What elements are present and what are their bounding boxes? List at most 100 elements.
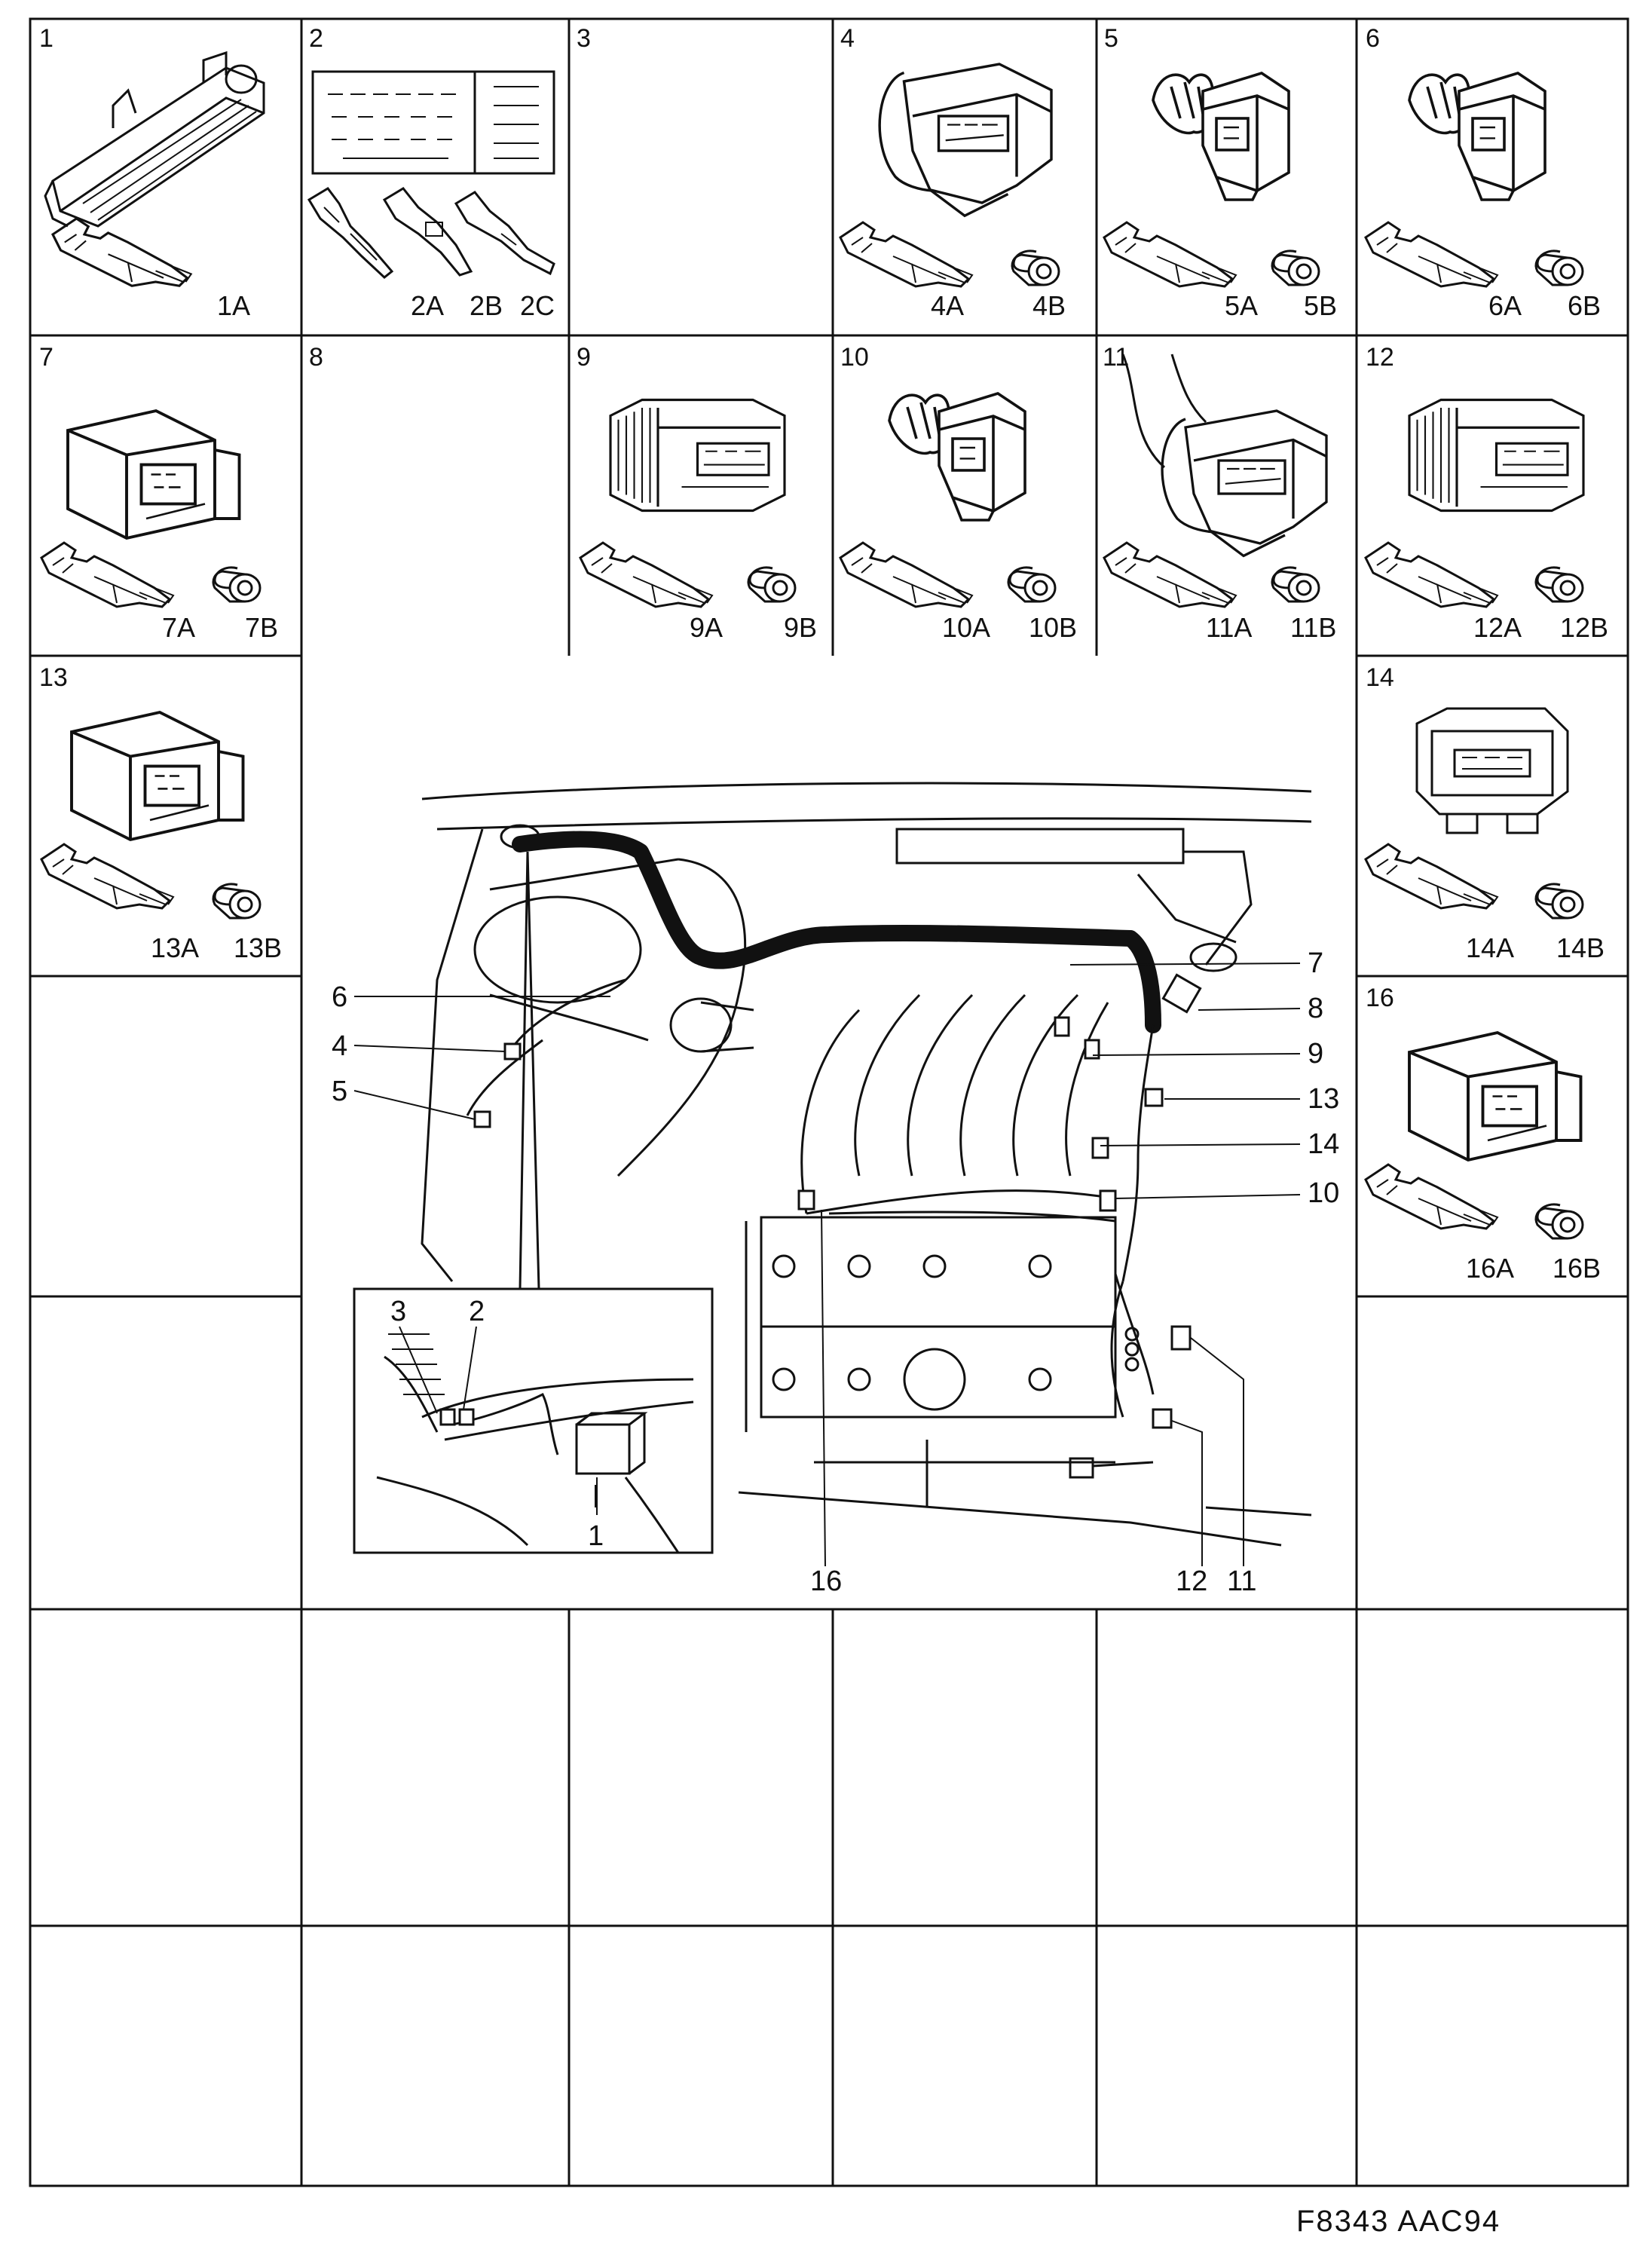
- wire-lead: [1170, 354, 1207, 424]
- part-label: 14B: [1556, 932, 1605, 963]
- part-label: 9A: [690, 612, 723, 643]
- cell-16: 16 16A 16B: [1364, 984, 1601, 1284]
- part-label: 14A: [1466, 932, 1514, 963]
- part-label: 2C: [520, 290, 555, 321]
- callout-label: 16: [810, 1566, 842, 1597]
- detail-inset: [353, 1287, 714, 1554]
- seal-plug-icon: [1534, 883, 1584, 920]
- callout-label: 11: [1227, 1566, 1256, 1597]
- callout-label: 8: [1308, 993, 1323, 1024]
- callout-label: 1: [588, 1520, 604, 1552]
- connector-housing-icon: [878, 63, 1053, 217]
- connector-housing-icon: [1408, 398, 1585, 513]
- terminal-pin-icon: [382, 187, 473, 277]
- cell-number: 1: [39, 24, 54, 53]
- figure-code: F8343 AAC94: [1296, 2205, 1501, 2238]
- cell-2: 2 2A 2B 2C: [307, 24, 555, 321]
- part-label: 10B: [1029, 612, 1077, 643]
- terminal-pin-icon: [51, 217, 193, 287]
- cell-7: 7 7A 7B: [39, 343, 278, 643]
- cell-number: 8: [309, 343, 323, 372]
- part-label: 2A: [411, 290, 444, 321]
- seal-plug-icon: [747, 566, 797, 603]
- callout-label: 6: [332, 981, 347, 1013]
- cell-11: 11 11A 11B: [1103, 343, 1336, 643]
- terminal-pin-icon: [1103, 541, 1237, 608]
- part-label: 11B: [1290, 612, 1336, 643]
- part-label: 7B: [245, 612, 278, 643]
- part-label: 12B: [1560, 612, 1608, 643]
- cell-number: 10: [840, 343, 869, 372]
- terminal-pin-icon: [579, 541, 714, 608]
- cell-10: 10 10A 10B: [839, 343, 1077, 643]
- seal-plug-icon: [1011, 249, 1060, 286]
- callout-label: 9: [1308, 1038, 1323, 1070]
- cell-14: 14 14A 14B: [1364, 663, 1605, 963]
- terminal-pin-icon: [1364, 1163, 1499, 1230]
- part-label: 13B: [234, 932, 282, 963]
- seal-plug-icon: [1007, 566, 1057, 603]
- cell-13: 13 13A 13B: [39, 663, 282, 963]
- cell-number: 12: [1366, 343, 1394, 372]
- terminal-pin-icon: [40, 541, 175, 608]
- cell-number: 7: [39, 343, 54, 372]
- callout-label: 3: [390, 1296, 406, 1327]
- terminal-pin-icon: [1364, 541, 1499, 608]
- seal-plug-icon: [1271, 566, 1320, 603]
- callout-label: 13: [1308, 1083, 1339, 1115]
- terminal-pin-icon: [1364, 843, 1499, 910]
- part-label: 9B: [784, 612, 817, 643]
- engine-bay-illustration: [353, 782, 1312, 1554]
- terminal-pin-icon: [839, 541, 974, 608]
- cell-number: 3: [577, 24, 591, 53]
- terminal-pin-icon: [40, 843, 175, 910]
- terminal-pin-icon: [307, 187, 394, 279]
- cell-number: 16: [1366, 984, 1394, 1012]
- callout-label: 2: [469, 1296, 485, 1327]
- part-label: 6B: [1568, 290, 1601, 321]
- seal-plug-icon: [1271, 249, 1320, 286]
- seal-plug-icon: [1534, 249, 1584, 286]
- cell-6: 6 6A 6B: [1364, 24, 1601, 321]
- callout-label: 5: [332, 1076, 347, 1107]
- cell-9: 9 9A 9B: [577, 343, 817, 643]
- part-label: 10A: [942, 612, 990, 643]
- connector-housing-icon: [44, 51, 265, 228]
- cell-number: 9: [577, 343, 591, 372]
- cell-number: 5: [1104, 24, 1118, 53]
- part-label: 11A: [1206, 612, 1252, 643]
- cell-3: 3: [577, 24, 591, 53]
- sheet-grid: [29, 17, 1629, 2187]
- seal-plug-icon: [1534, 1203, 1584, 1240]
- cell-number: 2: [309, 24, 323, 53]
- cell-1: 1 1A: [39, 24, 265, 321]
- part-label: 16B: [1553, 1253, 1601, 1284]
- seal-plug-icon: [212, 883, 262, 920]
- part-label: 4A: [931, 290, 964, 321]
- terminal-pin-icon: [1364, 221, 1499, 288]
- connector-housing-icon: [1408, 72, 1546, 201]
- cell-8: 8: [309, 343, 323, 372]
- connector-housing-icon: [1408, 1031, 1583, 1162]
- callout-label: 7: [1308, 947, 1323, 979]
- part-label: 13A: [151, 932, 199, 963]
- seal-plug-icon: [1534, 566, 1584, 603]
- cell-number: 6: [1366, 24, 1380, 53]
- part-label: 7A: [162, 612, 195, 643]
- terminal-pin-icon: [839, 221, 974, 288]
- part-label: 4B: [1032, 290, 1066, 321]
- part-label: 16A: [1466, 1253, 1514, 1284]
- callouts: 6 4 5 7 8 9 13 14 10 16 12 11 3 2 1: [332, 947, 1339, 1597]
- callout-label: 14: [1308, 1128, 1339, 1160]
- cell-5: 5 5A 5B: [1103, 24, 1337, 321]
- part-label: 5B: [1304, 290, 1337, 321]
- cell-12: 12 12A 12B: [1364, 343, 1608, 643]
- connector-housing-icon: [888, 392, 1026, 522]
- part-label: 6A: [1488, 290, 1522, 321]
- connector-housing-icon: [311, 70, 555, 175]
- callout-label: 12: [1176, 1566, 1207, 1597]
- part-label: 2B: [470, 290, 503, 321]
- cell-number: 13: [39, 663, 68, 692]
- connector-housing-icon: [609, 398, 786, 513]
